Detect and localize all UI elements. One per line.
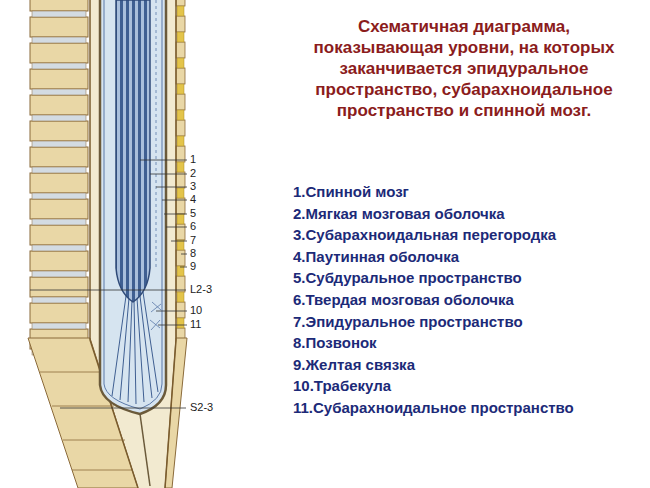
vertebral-body bbox=[30, 251, 88, 271]
sacral-arch bbox=[165, 338, 187, 488]
level-line bbox=[60, 408, 186, 409]
leader-line bbox=[181, 254, 187, 255]
vertebral-arch bbox=[176, 0, 185, 6]
vertebral-arches bbox=[176, 0, 185, 354]
leader-line bbox=[171, 241, 187, 242]
callout-number: 5 bbox=[190, 207, 196, 220]
filum-terminale bbox=[140, 414, 150, 486]
ligamentum-flavum bbox=[177, 318, 184, 328]
callout-number: 6 bbox=[190, 220, 196, 233]
intervertebral-disc bbox=[32, 115, 86, 121]
intervertebral-disc bbox=[32, 141, 86, 147]
leader-line bbox=[156, 187, 187, 188]
ligamentum-flavum bbox=[177, 266, 184, 276]
ligamentum-flavum bbox=[177, 188, 184, 198]
intervertebral-disc bbox=[32, 37, 86, 43]
arachnoid bbox=[104, 0, 162, 409]
dura-mater bbox=[100, 0, 166, 414]
legend-item: 10.Трабекула bbox=[293, 375, 623, 397]
trabeculae bbox=[150, 302, 161, 330]
vertebral-body bbox=[30, 95, 88, 115]
vertebral-body bbox=[30, 43, 88, 63]
legend-item: 7.Эпидуральное пространство bbox=[293, 311, 623, 333]
legend-item: 5.Субдуральное пространство bbox=[293, 267, 623, 289]
leader-line bbox=[150, 174, 187, 175]
legend-item: 2.Мягкая мозговая оболочка bbox=[293, 203, 623, 225]
vertebral-arch bbox=[176, 94, 185, 110]
vertebral-arch bbox=[176, 224, 185, 240]
ligamentum-flavum bbox=[177, 58, 184, 68]
vertebral-body bbox=[30, 121, 88, 141]
ligamentum-flavum bbox=[177, 32, 184, 42]
level-line bbox=[30, 290, 186, 291]
legend-item: 6.Твердая мозговая оболочка bbox=[293, 289, 623, 311]
spinal-cord bbox=[116, 0, 150, 302]
vertebral-body bbox=[30, 199, 88, 219]
callout-number: 11 bbox=[190, 318, 201, 331]
leader-line bbox=[158, 325, 187, 326]
vertebral-arch bbox=[176, 120, 185, 136]
intervertebral-disc bbox=[32, 219, 86, 225]
leader-line bbox=[156, 311, 187, 312]
vertebral-arch bbox=[176, 42, 185, 58]
vertebral-body bbox=[30, 303, 88, 323]
leader-line bbox=[180, 267, 187, 268]
leader-line bbox=[162, 200, 187, 201]
vertebral-body bbox=[30, 147, 88, 167]
subarachnoid-septum bbox=[156, 0, 157, 270]
callout-number: L2-3 bbox=[190, 283, 212, 296]
callout-number: 1 bbox=[190, 153, 196, 166]
callout-number: 3 bbox=[190, 180, 196, 193]
leader-line bbox=[166, 227, 187, 228]
vertebral-body bbox=[30, 69, 88, 89]
callout-number: 4 bbox=[190, 193, 196, 206]
intervertebral-disc bbox=[32, 323, 86, 329]
vertebral-bodies bbox=[30, 0, 88, 355]
callout-number: 8 bbox=[190, 247, 196, 260]
callout-number: 7 bbox=[190, 234, 196, 247]
ligamentum-flavum bbox=[177, 84, 184, 94]
callout-number: S2-3 bbox=[190, 401, 213, 414]
ligamentum-flavum bbox=[177, 110, 184, 120]
ligamentum-flavum bbox=[177, 162, 184, 172]
leader-line bbox=[140, 160, 187, 161]
callout-number: 9 bbox=[190, 260, 196, 273]
intervertebral-disc bbox=[32, 63, 86, 69]
vertebral-body bbox=[30, 17, 88, 37]
intervertebral-disc bbox=[32, 89, 86, 95]
legend-list: 1.Спинной мозг2.Мягкая мозговая оболочка… bbox=[293, 181, 623, 419]
cauda-equina bbox=[112, 292, 158, 404]
ligamentum-flavum bbox=[177, 240, 184, 250]
ligamentum-flavum bbox=[177, 136, 184, 146]
legend-item: 4.Паутинная оболочка bbox=[293, 246, 623, 268]
vertebral-arch bbox=[176, 250, 185, 266]
legend-item: 3.Субарахноидальная перегородка bbox=[293, 224, 623, 246]
ligamentum-flavum bbox=[177, 6, 184, 16]
legend-item: 8.Позвонок bbox=[293, 332, 623, 354]
leader-line bbox=[164, 214, 187, 215]
intervertebral-disc bbox=[32, 297, 86, 303]
intervertebral-disc bbox=[32, 271, 86, 277]
vertebral-body bbox=[30, 277, 88, 297]
ligamentum-flavum bbox=[177, 292, 184, 302]
vertebral-arch bbox=[176, 302, 185, 318]
callout-number: 2 bbox=[190, 167, 196, 180]
vertebral-body bbox=[30, 173, 88, 193]
vertebral-body bbox=[30, 225, 88, 245]
vertebral-arch bbox=[176, 68, 185, 84]
ligamentum-flavum bbox=[177, 214, 184, 224]
legend-item: 1.Спинной мозг bbox=[293, 181, 623, 203]
vertebral-arch bbox=[176, 16, 185, 32]
intervertebral-disc bbox=[32, 167, 86, 173]
legend-item: 9.Желтая связка bbox=[293, 354, 623, 376]
intervertebral-disc bbox=[32, 245, 86, 251]
intervertebral-disc bbox=[32, 193, 86, 199]
intervertebral-disc bbox=[32, 11, 86, 17]
callout-number: 10 bbox=[190, 304, 202, 317]
vertebral-body bbox=[30, 0, 88, 11]
leader-lines bbox=[140, 160, 187, 325]
legend-item: 11.Субарахноидальное пространство bbox=[293, 397, 623, 419]
title: Схематичная диаграмма, показывающая уров… bbox=[296, 16, 632, 121]
